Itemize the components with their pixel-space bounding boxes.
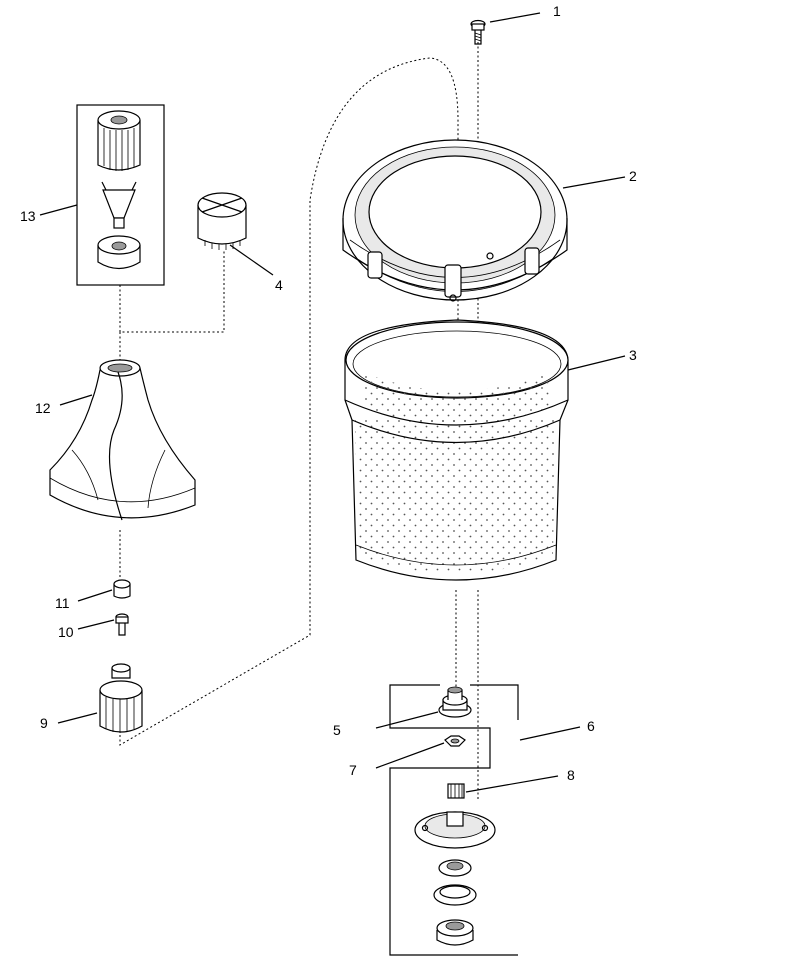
- callout-11: 11: [55, 595, 70, 611]
- callout-13: 13: [20, 208, 36, 224]
- part-8-seal-stack: [414, 783, 496, 946]
- part-2-balance-ring: [342, 139, 568, 302]
- callout-5: 5: [333, 722, 341, 738]
- part-10-bolt: [115, 613, 129, 636]
- callout-6: 6: [587, 718, 595, 734]
- part-4-cap: [197, 192, 247, 250]
- callout-8: 8: [567, 767, 575, 783]
- leader-lines: [39, 12, 626, 793]
- callout-1: 1: [553, 3, 561, 19]
- callout-10: 10: [58, 624, 74, 640]
- callout-9: 9: [40, 715, 48, 731]
- callout-2: 2: [629, 168, 637, 184]
- callout-labels: 1 2 3 4 5 6 7 8 9 10 11 12 13: [20, 3, 637, 783]
- callout-12: 12: [35, 400, 51, 416]
- callout-3: 3: [629, 347, 637, 363]
- callout-4: 4: [275, 277, 283, 293]
- part-1-screw: [470, 19, 486, 45]
- part-12-agitator: [49, 359, 196, 521]
- part-6-bracket-outline: [389, 684, 519, 956]
- part-11-bushing: [113, 579, 131, 599]
- part-7-nut: [444, 735, 466, 747]
- callout-7: 7: [349, 762, 357, 778]
- part-9-drive-block: [99, 663, 143, 733]
- part-5-hub: [438, 686, 472, 718]
- part-13-dispenser-group: [76, 104, 165, 286]
- part-3-wash-basket: [344, 319, 569, 581]
